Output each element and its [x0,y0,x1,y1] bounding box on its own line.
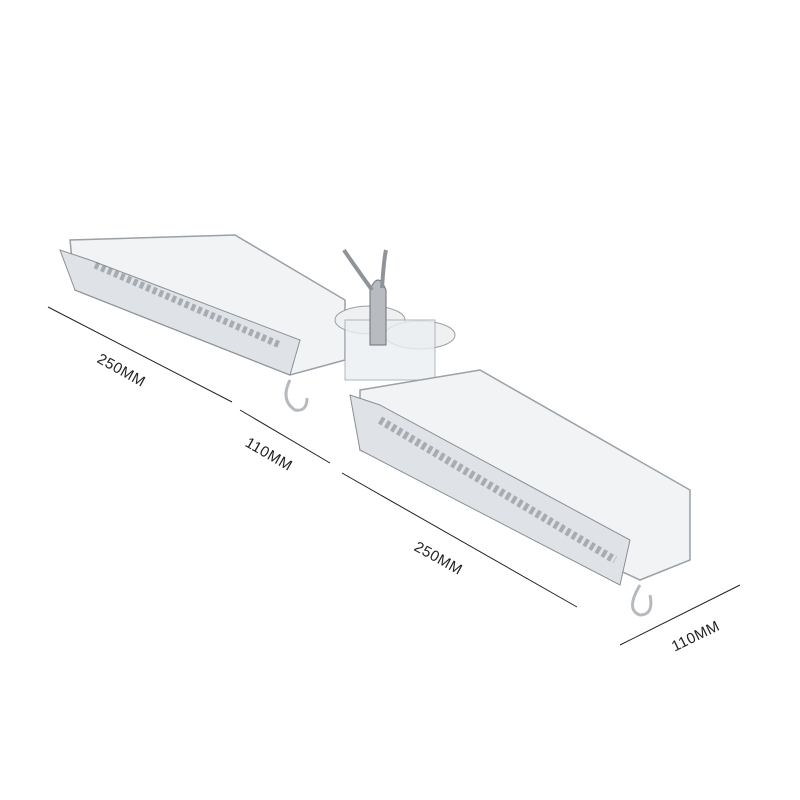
center-holder [334,248,456,381]
dimension-line [341,472,578,608]
left-shelf [59,234,346,412]
dimension-line [619,584,741,646]
dimension-line [47,306,233,403]
right-shelf [349,369,691,617]
dimension-line [239,409,331,464]
